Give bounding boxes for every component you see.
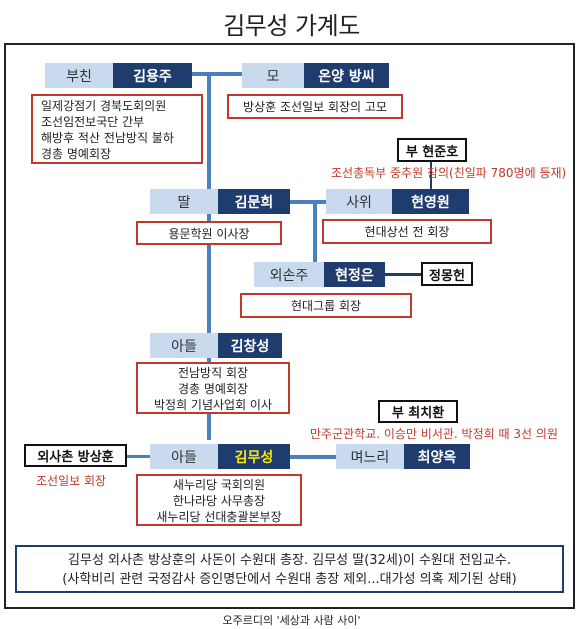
summary-note: 김무성 외사촌 방상훈의 사돈이 수원대 총장. 김무성 딸(32세)이 수원대… (15, 545, 564, 593)
daughter-connector (290, 200, 326, 204)
son2-name: 김무성 (218, 444, 290, 469)
grand-daughter-name: 현정은 (324, 262, 385, 287)
son2-label: 아들 (150, 444, 218, 469)
son1-note-3: 박정희 기념사업회 이사 (153, 398, 273, 412)
father-name: 김용주 (113, 63, 192, 88)
source-caption: 오주르디의 '세상과 사람 사이' (222, 614, 361, 627)
son-in-law-father-name: 부 현준호 (397, 138, 467, 162)
father-note-4: 경총 명예회장 (41, 147, 112, 161)
parents-connector (192, 72, 242, 76)
father-note-3: 해방후 적산 전남방직 불하 (41, 131, 174, 145)
son2-spouse-connector (290, 455, 336, 459)
cousin-note: 조선일보 회장 (36, 474, 107, 488)
daughter-in-law-father-name: 부 최치환 (378, 400, 458, 423)
son2-note-1: 새누리당 국회의원 (172, 478, 266, 492)
son-in-law-label: 사위 (326, 189, 392, 214)
daughter-note: 용문학원 이사장 (136, 221, 282, 245)
grandchild-drop-line (313, 200, 317, 262)
son2-drop-line (207, 390, 211, 440)
grand-daughter-note: 현대그룹 회장 (240, 293, 412, 318)
mother-label: 모 (242, 63, 304, 88)
father-note-2: 조선임전보국단 간부 (41, 115, 145, 129)
daughter-in-law-label: 며느리 (336, 444, 404, 469)
daughter-in-law-name: 최양옥 (404, 444, 470, 469)
cousin-name: 외사촌 방상훈 (24, 444, 127, 467)
son1-note-2: 경총 명예회장 (177, 382, 249, 396)
son-in-law-name: 현영원 (392, 189, 469, 214)
son2-note-3: 새누리당 선대충괄본부장 (156, 510, 282, 524)
son2-notes: 새누리당 국회의원 한나라당 사무총장 새누리당 선대충괄본부장 (136, 474, 302, 526)
daughter-label: 딸 (150, 189, 218, 214)
cousin-connector (127, 455, 150, 458)
page-title: 김무성 가계도 (223, 12, 360, 40)
father-note-1: 일제강점기 경북도회의원 (41, 99, 167, 113)
mother-note: 방상훈 조선일보 회장의 고모 (227, 94, 403, 119)
daughter-in-law-father-note: 만주군관학교. 이승만 비서관. 박정희 때 3선 의원 (310, 427, 558, 441)
son-in-law-note: 현대상선 전 회장 (322, 219, 492, 244)
mother-name: 온양 방씨 (304, 63, 389, 88)
summary-line-1: 김무성 외사촌 방상훈의 사돈이 수원대 총장. 김무성 딸(32세)이 수원대… (68, 553, 511, 568)
son1-label: 아들 (150, 333, 218, 358)
grandchild-spouse-connector (385, 273, 421, 276)
father-label: 부친 (45, 63, 113, 88)
father-notes: 일제강점기 경북도회의원 조선임전보국단 간부 해방후 적산 전남방직 불하 경… (31, 94, 203, 164)
son-in-law-father-connector (430, 160, 432, 190)
summary-line-2: (사학비리 관련 국정감사 증인명단에서 수원대 총장 제외...대가성 의혹 … (62, 572, 517, 587)
son1-notes: 전남방직 회장 경총 명예회장 박정희 기념사업회 이사 (136, 362, 290, 414)
grand-daughter-label: 외손주 (254, 262, 324, 287)
son1-name: 김창성 (218, 333, 282, 358)
son2-note-2: 한나라당 사무총장 (172, 494, 266, 508)
son-in-law-father-note: 조선총독부 중추원 참의(친일파 780명에 등재) (331, 166, 567, 180)
grand-daughter-spouse-name: 정몽헌 (421, 262, 473, 286)
daughter-name: 김문희 (218, 189, 290, 214)
son1-note-1: 전남방직 회장 (177, 366, 249, 380)
